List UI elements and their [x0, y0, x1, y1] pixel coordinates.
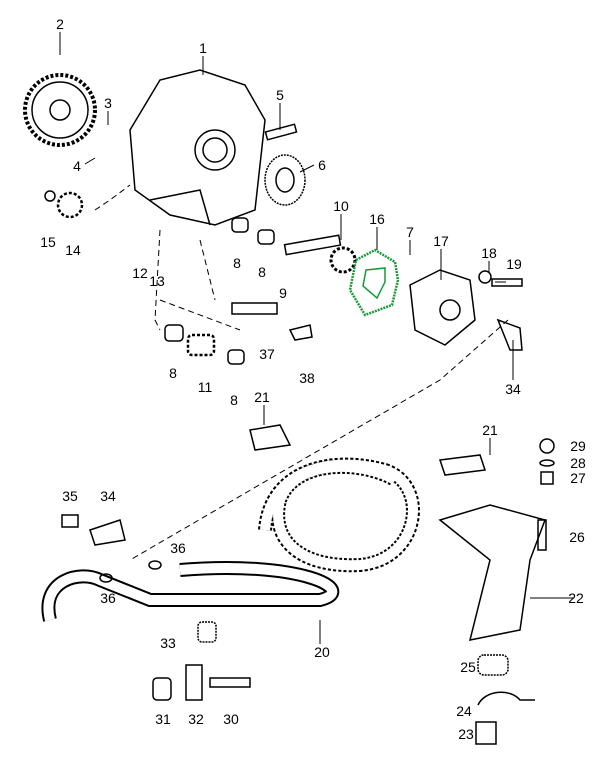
washer-part-18: [478, 270, 492, 284]
dashed-assembly-lines: [94, 184, 509, 561]
part-label-35[interactable]: 35: [62, 488, 78, 504]
seal-part-6: [264, 154, 306, 206]
bracket-part-34-upper: [496, 318, 523, 351]
part-label-8[interactable]: 8: [169, 365, 177, 381]
part-label-12[interactable]: 12: [132, 265, 148, 281]
part-label-20[interactable]: 20: [314, 644, 330, 660]
clip-part-38: [288, 324, 313, 341]
part-label-32[interactable]: 32: [188, 711, 204, 727]
bolt-part-5: [264, 123, 298, 141]
gear-part-14: [56, 191, 84, 219]
clamps-part-21: [249, 424, 487, 476]
small-parts-30-33: [152, 621, 251, 701]
bolt-part-19: [491, 278, 523, 287]
part-label-17[interactable]: 17: [433, 233, 449, 249]
part-label-5[interactable]: 5: [276, 87, 284, 103]
part-label-37[interactable]: 37: [259, 346, 275, 362]
part-label-2[interactable]: 2: [56, 16, 64, 32]
shaft-gear-part-10: [283, 234, 357, 274]
part-label-8[interactable]: 8: [258, 264, 266, 280]
part-label-36[interactable]: 36: [170, 540, 186, 556]
housing-cover-part-1: [129, 69, 266, 226]
rings-part-36: [99, 560, 162, 583]
part-label-21[interactable]: 21: [482, 422, 498, 438]
bushings-part-8: [164, 217, 275, 365]
bracket-part-34-lower: [89, 519, 126, 546]
part-label-19[interactable]: 19: [506, 256, 522, 272]
part-label-26[interactable]: 26: [569, 529, 585, 545]
bracket-part-22: [438, 504, 546, 641]
bolt-part-26: [537, 519, 547, 551]
part-label-31[interactable]: 31: [155, 711, 171, 727]
bolt-part-35: [61, 514, 79, 528]
hardware-parts-27-29: [539, 438, 555, 485]
part-label-28[interactable]: 28: [570, 455, 586, 471]
sprocket-wheel-part-2: [23, 73, 97, 147]
part-label-11[interactable]: 11: [197, 379, 213, 395]
part-label-33[interactable]: 33: [160, 635, 176, 651]
part-label-4[interactable]: 4: [73, 158, 81, 174]
part-label-15[interactable]: 15: [40, 234, 56, 250]
part-label-23[interactable]: 23: [458, 726, 474, 742]
part-label-18[interactable]: 18: [481, 245, 497, 261]
pin-part-37: [231, 302, 278, 315]
part-label-34[interactable]: 34: [100, 488, 116, 504]
bolt-part-23: [475, 721, 497, 745]
part-label-8[interactable]: 8: [233, 255, 241, 271]
part-label-38[interactable]: 38: [299, 370, 315, 386]
bushing-part-25: [477, 654, 509, 676]
part-label-27[interactable]: 27: [570, 470, 586, 486]
part-label-24[interactable]: 24: [456, 703, 472, 719]
part-label-22[interactable]: 22: [568, 590, 584, 606]
clamp-part-24: [477, 691, 535, 706]
part-label-9[interactable]: 9: [279, 285, 287, 301]
part-label-8[interactable]: 8: [230, 392, 238, 408]
leader-lines: [59, 32, 574, 644]
part-label-7[interactable]: 7: [406, 224, 414, 240]
part-label-21[interactable]: 21: [254, 389, 270, 405]
pump-body-part-17: [409, 269, 476, 346]
part-label-30[interactable]: 30: [223, 711, 239, 727]
part-label-6[interactable]: 6: [318, 157, 326, 173]
part-label-14[interactable]: 14: [65, 242, 81, 258]
part-label-25[interactable]: 25: [460, 659, 476, 675]
part-label-16[interactable]: 16: [369, 211, 385, 227]
part-label-34[interactable]: 34: [505, 381, 521, 397]
gear-part-11: [186, 333, 216, 357]
gasket-part-16: [348, 248, 400, 317]
part-label-3[interactable]: 3: [104, 95, 112, 111]
part-label-29[interactable]: 29: [570, 438, 586, 454]
part-label-13[interactable]: 13: [149, 273, 165, 289]
ring-part-15: [44, 190, 56, 202]
part-label-36[interactable]: 36: [100, 590, 116, 606]
part-label-1[interactable]: 1: [199, 40, 207, 56]
part-label-10[interactable]: 10: [333, 198, 349, 214]
